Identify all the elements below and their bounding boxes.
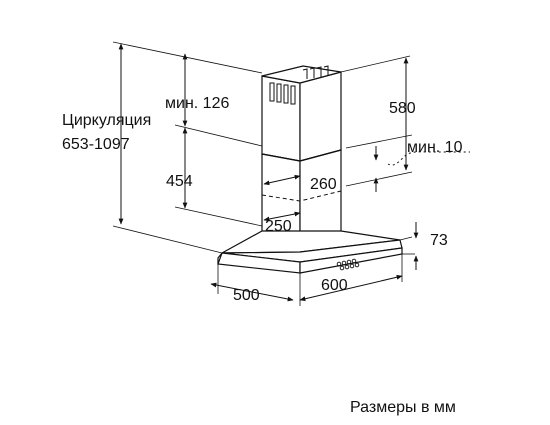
dim-260-label: 260 bbox=[310, 176, 337, 193]
extension-lines bbox=[112, 41, 415, 306]
canopy bbox=[217, 230, 403, 274]
circulation-range: 653-1097 bbox=[62, 136, 130, 153]
dim-min10-label: мин. 10 bbox=[407, 139, 463, 156]
circulation-label: Циркуляция bbox=[62, 112, 151, 129]
units-note: Размеры в мм bbox=[350, 399, 456, 416]
dim-454-label: 454 bbox=[166, 173, 193, 190]
dim-line-600 bbox=[299, 274, 403, 302]
dim-73-label: 73 bbox=[430, 232, 448, 249]
dim-min126-label: мин. 126 bbox=[165, 95, 229, 112]
hood-outline bbox=[217, 65, 403, 274]
vent-fins bbox=[269, 65, 329, 105]
dim-250-label: 250 bbox=[265, 218, 292, 235]
dim-line-250 bbox=[263, 211, 301, 222]
dim-580-label: 580 bbox=[389, 100, 416, 117]
dim-line-260 bbox=[263, 174, 301, 186]
hidden-lines bbox=[261, 190, 342, 202]
dim-600-label: 600 bbox=[321, 277, 348, 294]
upper-chimney bbox=[261, 65, 342, 162]
control-buttons bbox=[336, 258, 360, 271]
dim-500-label: 500 bbox=[233, 287, 260, 304]
dim-line-500 bbox=[210, 282, 294, 302]
dimension-lines bbox=[118, 43, 419, 302]
min10-gap-marks bbox=[373, 146, 470, 192]
